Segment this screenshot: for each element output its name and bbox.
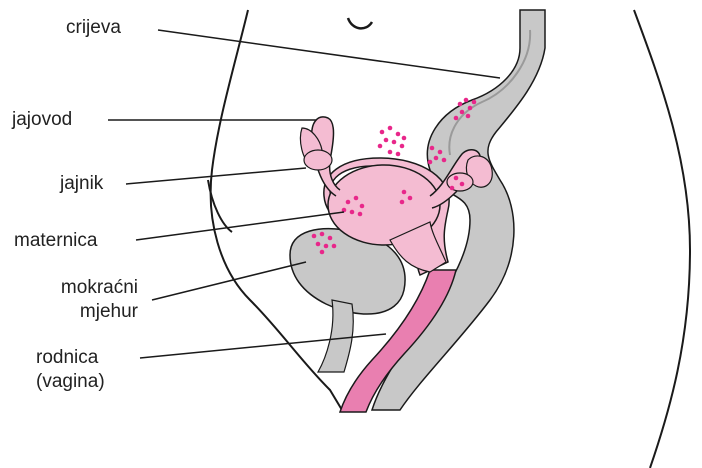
urethra [318,300,353,372]
label-jajovod: jajovod [12,108,72,132]
body-outline-left [211,10,342,410]
label-maternica: maternica [14,229,97,253]
label-rodnica-line2: (vagina) [36,370,105,394]
label-crijeva: crijeva [66,16,121,40]
body-outline-right [634,10,690,468]
label-jajnik: jajnik [60,172,103,196]
dot-cluster-top [378,126,407,157]
leader-crijeva [158,30,500,78]
label-rodnica: rodnica (vagina) [36,346,105,394]
label-rodnica-line1: rodnica [36,346,105,370]
ovary-left [304,150,332,170]
label-mokracni-line2: mjehur [30,300,138,324]
label-mokracni: mokraćni mjehur [30,276,138,324]
leader-jajnik [126,168,306,184]
navel [348,18,372,28]
label-mokracni-line1: mokraćni [30,276,138,300]
leader-mokracni [152,262,306,300]
